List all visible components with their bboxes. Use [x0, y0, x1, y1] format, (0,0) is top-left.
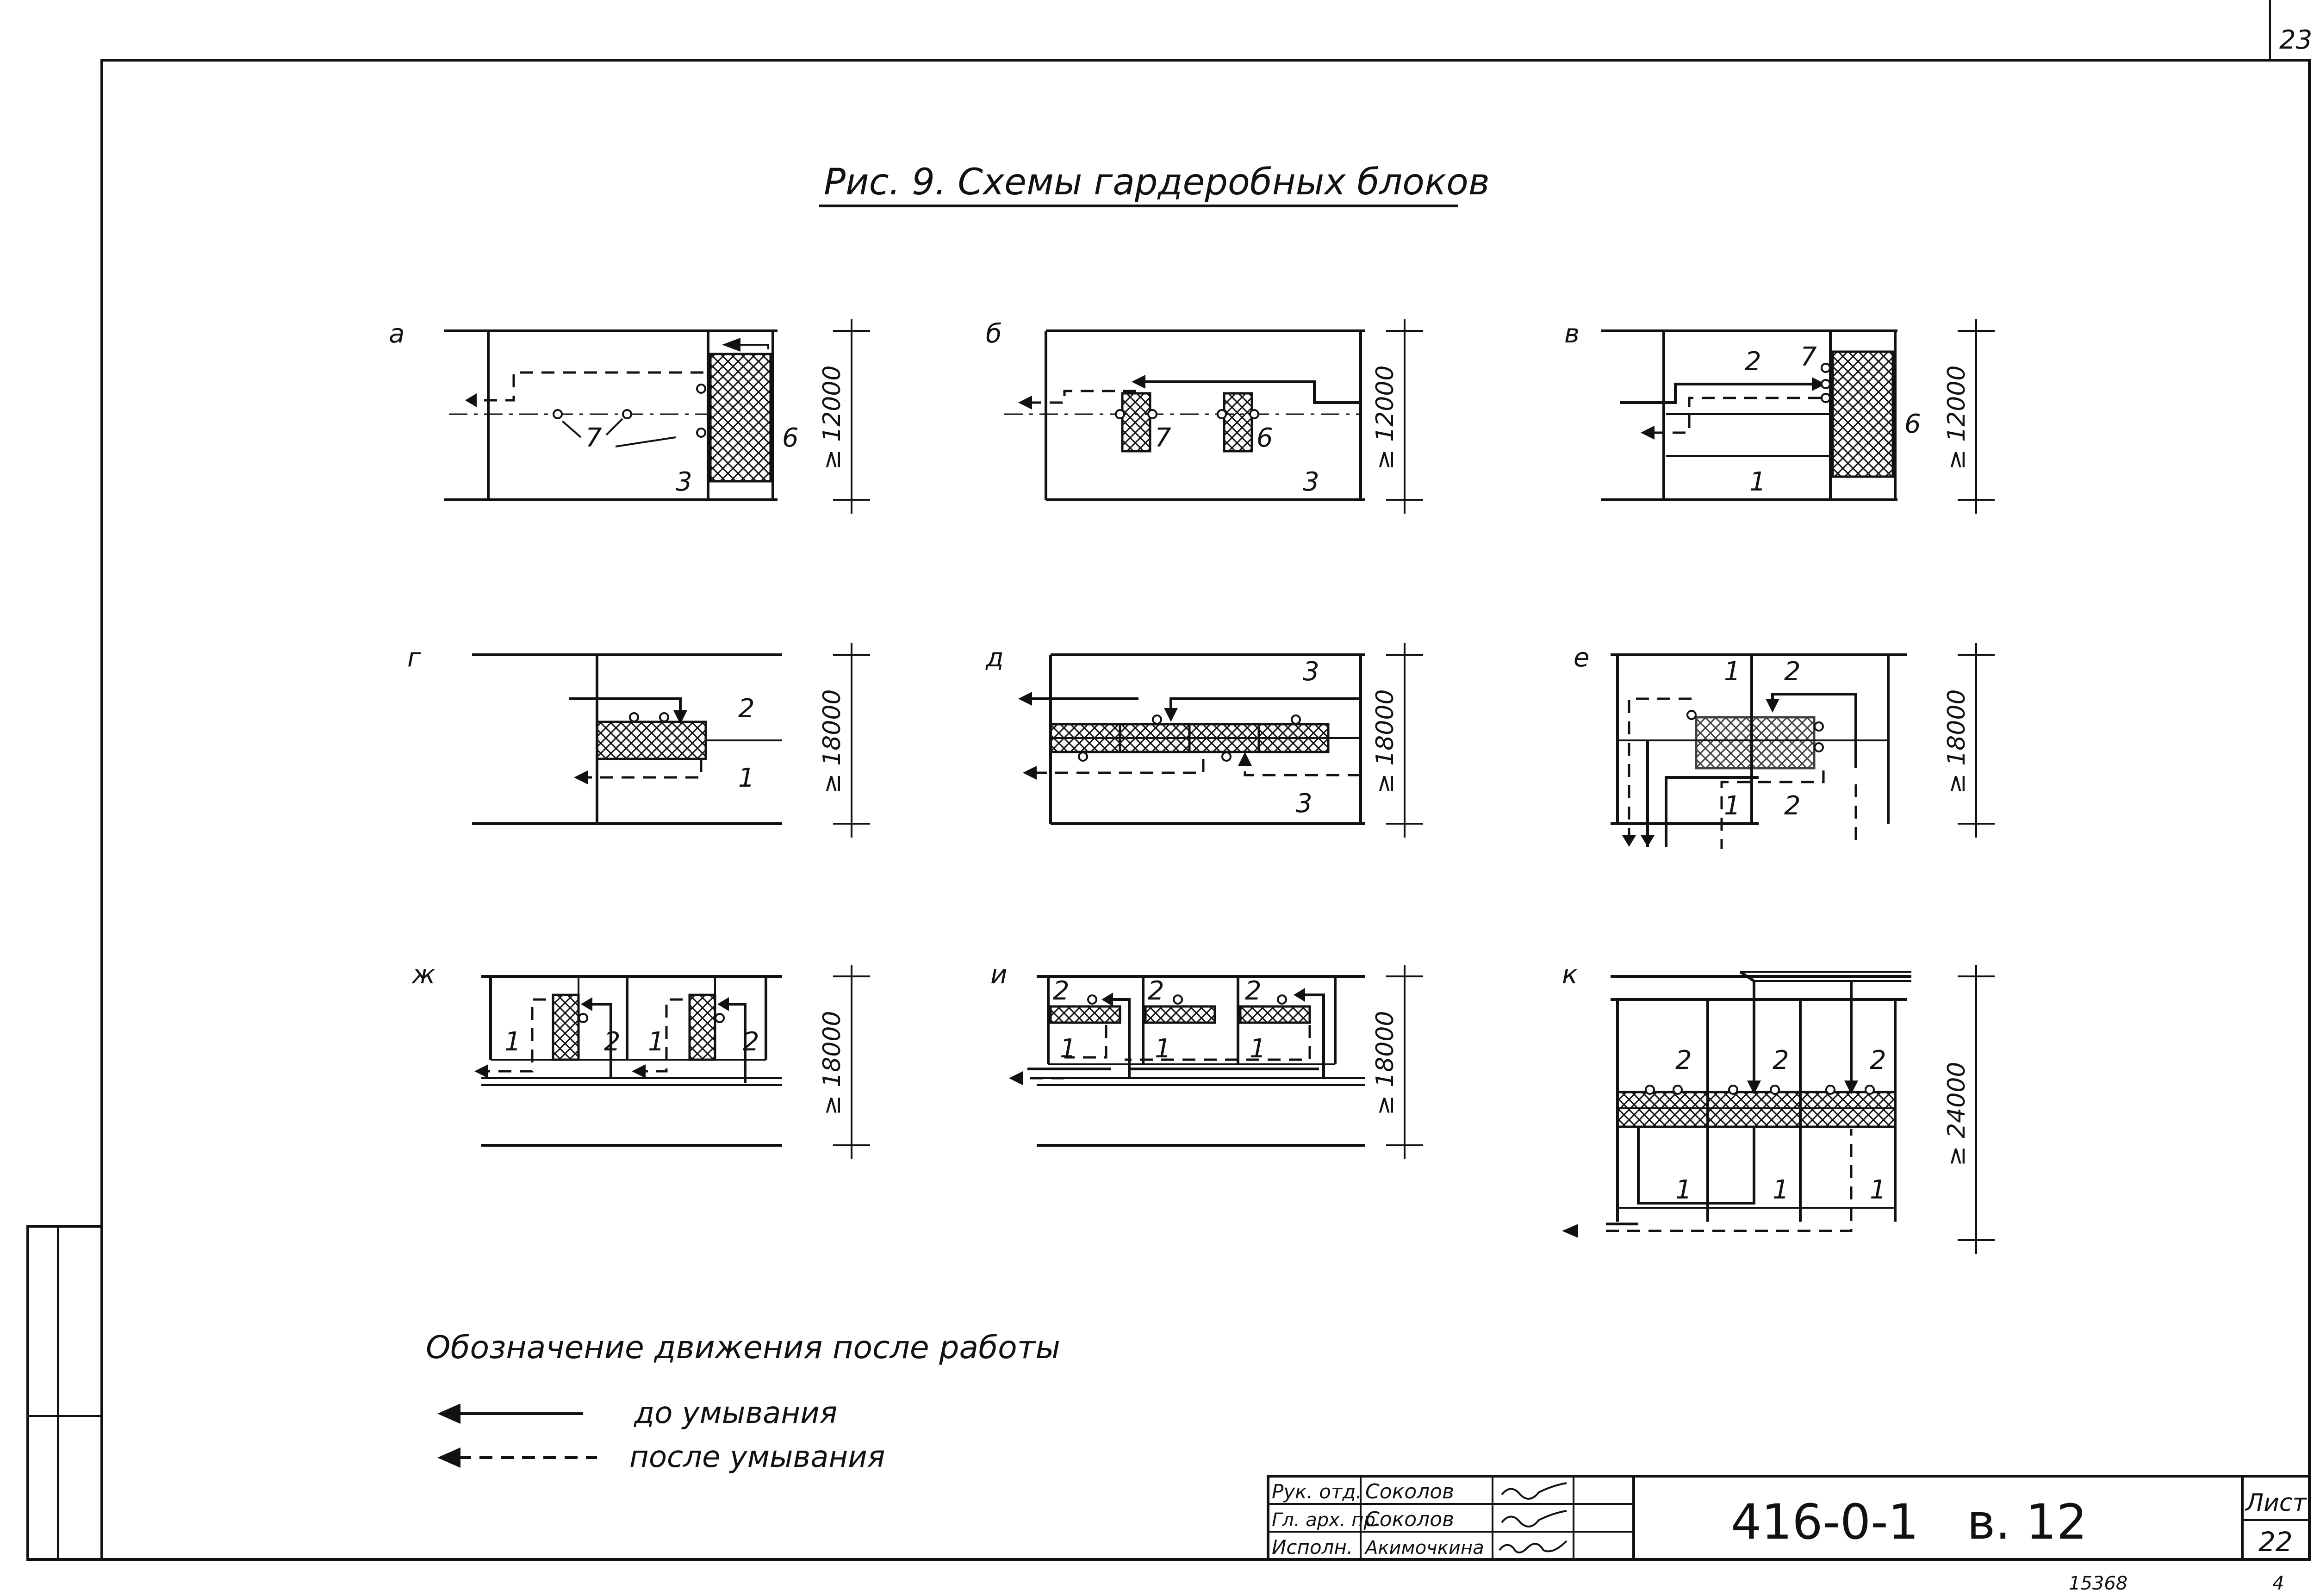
scheme-zh-label-2b: 2 [743, 1027, 759, 1057]
scheme-zh: ж 1 2 1 2 ≥ 18000 [411, 960, 870, 1159]
scheme-k: к 2 2 2 1 1 1 ≥ 24000 [1562, 960, 1995, 1254]
title-row-1-name: Соколов [1365, 1480, 1454, 1503]
scheme-i-label-2c: 2 [1245, 976, 1262, 1006]
scheme-a-label-6: 6 [782, 423, 799, 453]
legend-solid-arrow [437, 1403, 460, 1424]
scheme-v-label-6: 6 [1904, 409, 1921, 439]
scheme-zh-letter: ж [411, 960, 435, 990]
title-row-3-name: Акимочкина [1364, 1537, 1484, 1559]
scheme-i-label-1a: 1 [1060, 1034, 1076, 1064]
signature-3 [1499, 1540, 1568, 1553]
scheme-b-label-7: 7 [1155, 423, 1171, 453]
title-row-2-name: Соколов [1365, 1508, 1454, 1531]
document-volume: в. 12 [1967, 1494, 2087, 1550]
scheme-v-label-2: 2 [1745, 347, 1761, 377]
scheme-k-label-1c: 1 [1870, 1175, 1886, 1205]
scheme-i-label-1c: 1 [1250, 1034, 1266, 1064]
scheme-d-dimension: ≥ 18000 [1371, 689, 1399, 794]
scheme-v-dimension: ≥ 12000 [1943, 365, 1971, 470]
scheme-k-label-1b: 1 [1773, 1175, 1789, 1205]
scheme-g: г 2 1 ≥ 18000 [407, 643, 870, 838]
legend-title: Обозначение движения после работы [426, 1329, 1060, 1366]
scheme-zh-label-1a: 1 [504, 1027, 521, 1057]
sheet-label: Лист [2245, 1489, 2307, 1517]
legend: Обозначение движения после работы до умы… [426, 1329, 1060, 1474]
scheme-k-letter: к [1562, 960, 1578, 990]
scheme-a-label-7: 7 [585, 423, 602, 453]
legend-before-washing: до умывания [634, 1396, 837, 1430]
scheme-d-label-3-top: 3 [1303, 657, 1319, 687]
scheme-i-label-2b: 2 [1148, 976, 1164, 1006]
scheme-b-label-3: 3 [1303, 467, 1319, 497]
scheme-b-label-6: 6 [1257, 423, 1273, 453]
scheme-g-label-2: 2 [738, 694, 755, 724]
scheme-i-letter: и [990, 960, 1007, 990]
scheme-i-dimension: ≥ 18000 [1371, 1011, 1399, 1115]
legend-after-washing: после умывания [629, 1440, 885, 1474]
title-row-1-role: Рук. отд. [1272, 1480, 1362, 1503]
legend-dashed-arrow [437, 1447, 460, 1468]
scheme-b-dimension: ≥ 12000 [1371, 365, 1399, 470]
scheme-v-label-1: 1 [1749, 467, 1766, 497]
scheme-k-label-2a: 2 [1675, 1045, 1692, 1075]
scheme-e-label-2-bottom: 2 [1784, 791, 1801, 821]
scheme-zh-label-1b: 1 [648, 1027, 665, 1057]
scheme-b-letter: б [986, 319, 1002, 349]
scheme-e: е 1 2 1 2 ≥ 18000 [1574, 643, 1995, 849]
scheme-k-label-2b: 2 [1773, 1045, 1789, 1075]
scheme-k-label-1a: 1 [1675, 1175, 1692, 1205]
corner-sheet-number: 23 [2279, 25, 2312, 55]
scheme-i-label-1b: 1 [1155, 1034, 1171, 1064]
scheme-a-label-3: 3 [676, 467, 692, 497]
document-code: 416-0-1 [1731, 1494, 1919, 1550]
title-row-2-role: Гл. арх. пр. [1272, 1509, 1381, 1531]
scheme-b: б 7 6 3 ≥ 12000 [986, 319, 1423, 514]
scheme-e-dimension: ≥ 18000 [1943, 689, 1971, 794]
inventory-number: 15368 [2069, 1573, 2127, 1594]
figure-title: Рис. 9. Схемы гардеробных блоков [819, 161, 1490, 207]
scheme-v-letter: в [1564, 319, 1580, 349]
scheme-i-label-2a: 2 [1053, 976, 1070, 1006]
scheme-e-label-2-top: 2 [1784, 657, 1801, 687]
scheme-g-letter: г [407, 643, 421, 673]
scheme-d: д 3 3 ≥ 18000 [985, 643, 1423, 838]
scheme-k-dimension: ≥ 24000 [1943, 1062, 1971, 1166]
scheme-e-label-1-top: 1 [1724, 657, 1741, 687]
sheet-number: 22 [2258, 1526, 2293, 1558]
signature-2 [1501, 1510, 1567, 1528]
scheme-v-label-7: 7 [1800, 342, 1817, 372]
scheme-e-letter: е [1574, 643, 1589, 673]
scheme-i: и 2 2 2 1 1 1 ≥ 18000 [990, 960, 1423, 1159]
scheme-a-dimension: ≥ 12000 [818, 365, 846, 470]
format-mark: 4 [2272, 1573, 2284, 1594]
scheme-g-dimension: ≥ 18000 [818, 689, 846, 794]
signature-1 [1501, 1482, 1567, 1500]
scheme-k-label-2c: 2 [1870, 1045, 1886, 1075]
scheme-zh-dimension: ≥ 18000 [818, 1011, 846, 1115]
scheme-a-letter: а [389, 319, 404, 349]
scheme-d-label-3-bottom: 3 [1296, 789, 1313, 819]
scheme-d-letter: д [985, 643, 1004, 673]
title-block: Рук. отд. Соколов Гл. арх. пр. Соколов И… [1267, 1475, 2311, 1561]
scheme-v: в 2 7 6 1 ≥ 12000 [1564, 319, 1995, 514]
scheme-zh-label-2a: 2 [604, 1027, 621, 1057]
scheme-e-label-1-bottom: 1 [1724, 791, 1741, 821]
scheme-g-label-1: 1 [738, 763, 755, 793]
title-row-3-role: Исполн. [1272, 1536, 1353, 1559]
footer: 15368 4 [2069, 1573, 2284, 1594]
scheme-a: а 7 6 3 ≥ 12000 [389, 319, 870, 514]
figure-title-text: Рис. 9. Схемы гардеробных блоков [824, 161, 1490, 203]
